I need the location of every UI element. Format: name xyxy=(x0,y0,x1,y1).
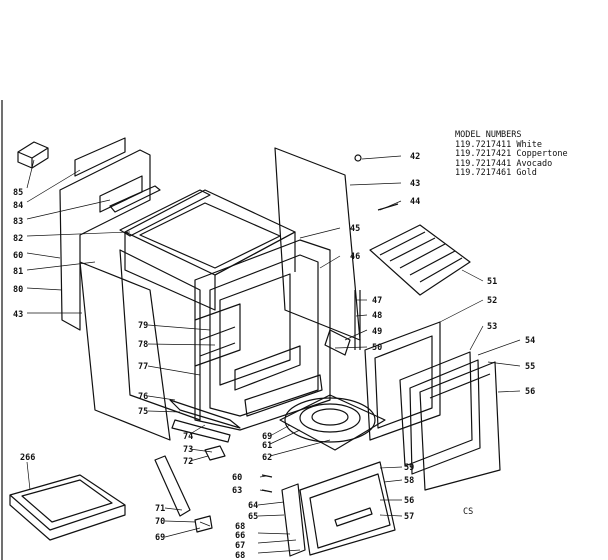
label-46: 46 xyxy=(350,252,360,262)
label-71: 71 xyxy=(155,504,165,514)
label-59: 59 xyxy=(404,463,414,473)
model-color: White xyxy=(516,139,543,150)
part-84-bracket xyxy=(74,137,126,177)
model-color: Avocado xyxy=(516,158,553,169)
label-76: 76 xyxy=(138,392,148,402)
model-color: Coppertone xyxy=(516,149,568,160)
label-63: 63 xyxy=(232,486,242,496)
drawing-code: CS xyxy=(463,507,474,517)
label-54: 54 xyxy=(525,336,535,346)
label-84: 84 xyxy=(13,201,23,211)
label-57: 57 xyxy=(404,512,414,522)
oven-frame xyxy=(194,239,331,431)
part-51-oven-rack xyxy=(369,224,471,296)
model-numbers-heading: MODEL NUMBERS xyxy=(455,130,522,140)
part-43-side-panel xyxy=(79,261,171,441)
model-number: 119.7217441 xyxy=(455,158,512,169)
label-79: 79 xyxy=(138,321,148,331)
model-row: 119.7217461 Gold xyxy=(455,169,568,179)
label-55: 55 xyxy=(525,362,535,372)
model-row: 119.7217411 White xyxy=(455,139,568,151)
model-color: Gold xyxy=(516,168,537,179)
label-61: 61 xyxy=(262,441,272,451)
model-numbers-block: MODEL NUMBERS 119.7217411 White 119.7217… xyxy=(455,130,568,179)
label-50: 50 xyxy=(372,343,382,353)
label-74: 74 xyxy=(183,432,193,442)
label-85: 85 xyxy=(13,188,23,198)
label-266: 266 xyxy=(20,453,35,463)
label-72: 72 xyxy=(183,457,193,467)
label-64: 64 xyxy=(248,501,258,511)
label-48: 48 xyxy=(372,311,382,321)
label-52: 52 xyxy=(487,296,497,306)
part-number-labels: 85 84 83 82 60 81 80 43 42 43 44 45 46 4… xyxy=(13,152,535,560)
label-75: 75 xyxy=(138,407,148,417)
label-81: 81 xyxy=(13,267,23,277)
model-row: 119.7217421 Coppertone xyxy=(455,149,568,160)
label-80: 80 xyxy=(13,285,23,295)
label-60: 60 xyxy=(13,251,23,261)
part-61-surface-unit xyxy=(284,397,376,443)
label-43: 43 xyxy=(410,179,420,189)
label-66: 66 xyxy=(235,531,245,541)
part-53-door-panel xyxy=(399,351,473,467)
part-85-cap xyxy=(17,141,49,169)
label-69: 69 xyxy=(262,432,272,442)
model-number: 119.7217421 xyxy=(455,149,512,160)
range-body-top xyxy=(124,189,296,276)
model-number: 119.7217411 xyxy=(455,139,512,150)
label-43: 43 xyxy=(13,310,23,320)
label-47: 47 xyxy=(372,296,382,306)
part-backguard xyxy=(59,149,151,331)
part-drawer-front xyxy=(299,461,396,556)
part-56-door-outer xyxy=(419,361,501,491)
label-68: 68 xyxy=(235,551,245,560)
label-45: 45 xyxy=(350,224,360,234)
label-53: 53 xyxy=(487,322,497,332)
label-67: 67 xyxy=(235,541,245,551)
label-44: 44 xyxy=(410,197,420,207)
label-58: 58 xyxy=(404,476,414,486)
part-52-door-inner xyxy=(364,321,441,441)
label-73: 73 xyxy=(183,445,193,455)
label-70: 70 xyxy=(155,517,165,527)
label-77: 77 xyxy=(138,362,148,372)
label-68: 68 xyxy=(235,522,245,532)
model-number: 119.7217461 xyxy=(455,168,512,179)
label-56: 56 xyxy=(404,496,414,506)
model-row: 119.7217441 Avocado xyxy=(455,158,568,170)
label-78: 78 xyxy=(138,340,148,350)
label-49: 49 xyxy=(372,327,382,337)
label-60: 60 xyxy=(232,473,242,483)
label-51: 51 xyxy=(487,277,497,287)
label-56: 56 xyxy=(525,387,535,397)
label-42: 42 xyxy=(410,152,420,162)
label-65: 65 xyxy=(248,512,258,522)
label-62: 62 xyxy=(262,453,272,463)
label-82: 82 xyxy=(13,234,23,244)
label-69: 69 xyxy=(155,533,165,543)
label-83: 83 xyxy=(13,217,23,227)
